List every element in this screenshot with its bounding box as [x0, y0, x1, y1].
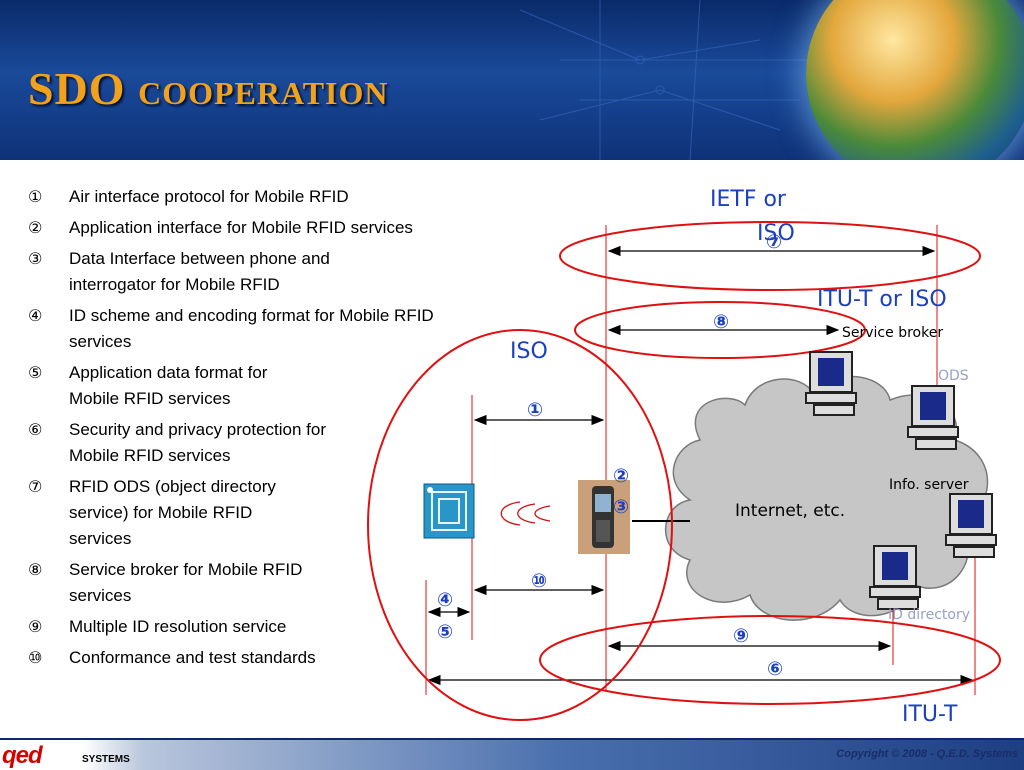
copyright-text: Copyright © 2008 - Q.E.D. Systems: [836, 748, 1018, 760]
list-item: ⑥ Security and privacy protection for Mob…: [28, 417, 359, 469]
list-item-text: Service broker for Mobile RFID services: [69, 560, 303, 605]
qed-logo: qed: [2, 742, 43, 769]
list-item-number: ③: [28, 249, 43, 268]
sdo-ellipses: [367, 221, 1001, 721]
marker-7: ⑦: [766, 231, 782, 253]
list-item-text: Air interface protocol for Mobile RFID: [69, 187, 349, 206]
list-item: ③ Data Interface between phone and interr…: [28, 246, 369, 298]
list-item-number: ⑤: [28, 363, 43, 382]
list-item: ⑧ Service broker for Mobile RFID services: [28, 557, 309, 609]
marker-5: ⑤: [437, 621, 453, 643]
marker-3: ③: [613, 496, 629, 518]
mobile-phone-icon: [578, 480, 630, 554]
radio-waves-icon: [500, 501, 551, 526]
label-id-directory: ID directory: [888, 607, 970, 623]
list-item-text: RFID ODS (object directory service) for …: [69, 477, 276, 548]
label-iso-left: ISO: [510, 339, 548, 364]
label-itu-t-or-iso: ITU-T or ISO: [817, 287, 947, 312]
id-directory-computer-icon: [869, 545, 921, 610]
list-item-text: ID scheme and encoding format for Mobile…: [69, 306, 434, 351]
marker-6: ⑥: [767, 658, 783, 680]
list-item-text: Security and privacy protection for Mobi…: [69, 420, 327, 465]
marker-1: ①: [527, 399, 543, 421]
marker-2: ②: [613, 465, 629, 487]
list-item-text: Conformance and test standards: [69, 648, 316, 667]
list-item-number: ⑧: [28, 560, 43, 579]
label-ods: ODS: [938, 368, 969, 384]
slide-header: SDO cooperation: [0, 0, 1024, 160]
marker-4: ④: [437, 589, 453, 611]
marker-9: ⑨: [733, 625, 749, 647]
info-server-computer-icon: [945, 493, 997, 558]
list-item: ⑤ Application data format for Mobile RFID…: [28, 360, 309, 412]
list-item: ① Air interface protocol for Mobile RFID: [28, 184, 458, 210]
list-item-number: ①: [28, 187, 43, 206]
sdo-diagram: IETF or ISO ITU-T or ISO ISO ITU-T Servi…: [367, 187, 1001, 727]
ods-computer-icon: [907, 385, 959, 450]
marker-10: ⑩: [531, 570, 547, 592]
rfid-tag-icon: [423, 483, 475, 539]
list-item: ⑩ Conformance and test standards: [28, 645, 458, 671]
page-title: SDO cooperation: [28, 63, 389, 114]
list-item-number: ④: [28, 306, 43, 325]
scope-arrows: [427, 245, 974, 686]
list-item-number: ⑦: [28, 477, 43, 496]
service-broker-computer-icon: [805, 351, 857, 416]
list-item-number: ⑥: [28, 420, 43, 439]
list-item: ⑦ RFID ODS (object directory service) for…: [28, 474, 319, 552]
list-item-number: ⑩: [28, 648, 43, 667]
label-internet: Internet, etc.: [735, 501, 845, 521]
list-item-text: Multiple ID resolution service: [69, 617, 287, 636]
reference-lines: [425, 225, 976, 695]
list-item: ④ ID scheme and encoding format for Mobil…: [28, 303, 458, 355]
list-item-number: ⑨: [28, 617, 43, 636]
label-info-server: Info. server: [889, 477, 969, 493]
list-item-text: Application data format for Mobile RFID …: [69, 363, 268, 408]
list-item-text: Application interface for Mobile RFID se…: [69, 218, 413, 237]
list-item-text: Data Interface between phone and interro…: [69, 249, 330, 294]
list-item: ⑨ Multiple ID resolution service: [28, 614, 458, 640]
globe-graphic: [806, 0, 1024, 160]
label-itu-t: ITU-T: [902, 702, 958, 727]
label-ietf-or: IETF or: [710, 187, 787, 212]
circuit-background: [519, 0, 820, 160]
label-service-broker: Service broker: [842, 325, 943, 341]
label-iso-top: ISO: [757, 221, 795, 246]
marker-8: ⑧: [713, 311, 729, 333]
slide-footer: qed SYSTEMS Copyright © 2008 - Q.E.D. Sy…: [0, 738, 1024, 770]
logo-systems-text: SYSTEMS: [82, 754, 130, 765]
list-item-number: ②: [28, 218, 43, 237]
list-item: ② Application interface for Mobile RFID s…: [28, 215, 458, 241]
